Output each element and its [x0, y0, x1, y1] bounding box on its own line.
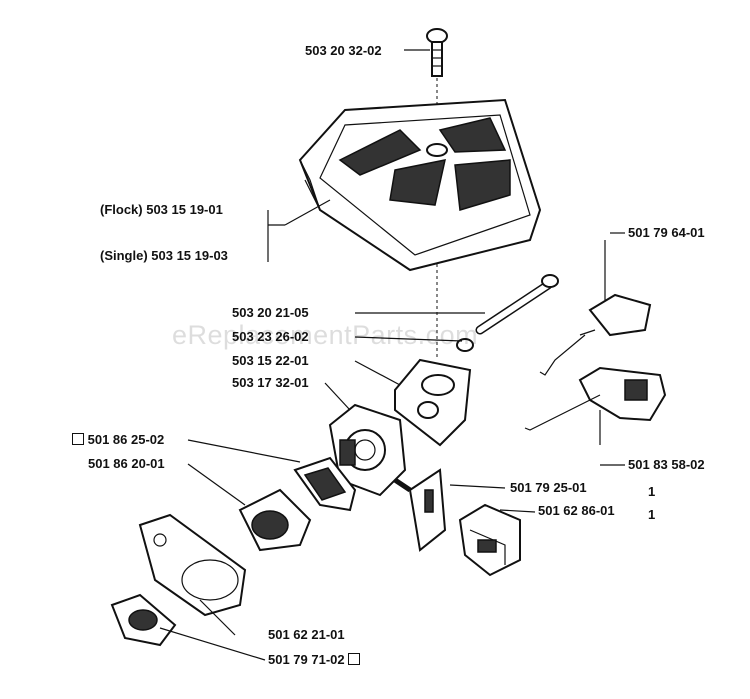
air-filter-cover	[298, 98, 542, 272]
square-marker-icon	[348, 653, 361, 665]
label-single-503-15-19-03: (Single) 503 15 19-03	[100, 248, 228, 263]
square-marker-icon	[72, 433, 84, 445]
label-503-23-26-02: 503 23 26-02	[232, 329, 309, 344]
label-501-62-86-01: 501 62 86-01	[538, 503, 615, 518]
gasket-a-inner	[303, 467, 347, 501]
leader-lines	[159, 49, 625, 661]
throttle-linkage-bottom	[524, 366, 667, 431]
choke-block	[458, 503, 521, 577]
label-501-86-25-02: 501 86 25-02	[72, 432, 164, 448]
bracket-plate	[408, 468, 447, 552]
label-501-62-21-01: 501 62 21-01	[268, 627, 345, 642]
label-503-20-32-02: 503 20 32-02	[305, 43, 382, 58]
label-501-86-20-01: 501 86 20-01	[88, 456, 165, 471]
label-501-79-71-02: 501 79 71-02	[268, 652, 361, 668]
intake-adaptor	[394, 358, 472, 447]
top-screw	[426, 28, 448, 77]
label-501-79-64-01: 501 79 64-01	[628, 225, 705, 240]
qty-mark-1: 1	[648, 484, 656, 499]
label-501-79-25-01: 501 79 25-01	[510, 480, 587, 495]
washer	[456, 338, 474, 352]
label-503-15-22-01: 503 15 22-01	[232, 353, 309, 368]
throttle-linkage-top	[539, 240, 652, 376]
long-bolt	[475, 274, 559, 335]
qty-mark-2: 1	[648, 507, 656, 522]
label-flock-503-15-19-01: (Flock) 503 15 19-01	[100, 202, 223, 217]
bottom-gasket	[110, 593, 177, 647]
label-501-83-58-02: 501 83 58-02	[628, 457, 705, 472]
insulator-block	[238, 488, 312, 552]
heat-shield-plate	[138, 513, 247, 617]
label-503-20-21-05: 503 20 21-05	[232, 305, 309, 320]
label-503-17-32-01: 503 17 32-01	[232, 375, 309, 390]
watermark: eReplacementParts.com	[172, 320, 479, 350]
